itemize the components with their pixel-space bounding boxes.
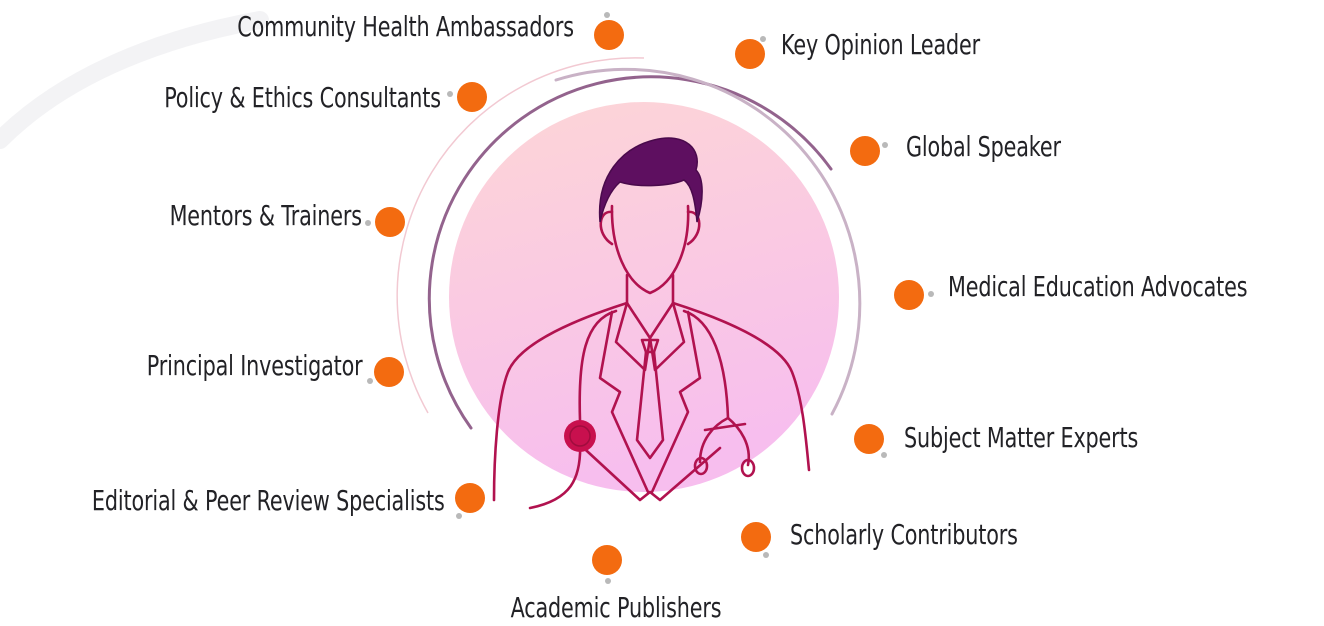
outer-arc	[554, 67, 862, 416]
background-swirl	[0, 11, 269, 149]
label-key-opinion-leader: Key Opinion Leader	[781, 28, 981, 61]
node-community-health-ambassadors	[594, 20, 624, 50]
node-principal-investigator	[374, 357, 404, 387]
doctor-icon	[492, 204, 811, 510]
node-academic-publishers	[592, 545, 622, 575]
node-mentors-trainers	[375, 207, 405, 237]
label-editorial-peer-review-specialists: Editorial & Peer Review Specialists	[92, 484, 445, 517]
faint-outer-arc	[396, 57, 645, 414]
node-medical-education-advocates	[894, 280, 924, 310]
node-policy-ethics-consultants	[457, 82, 487, 112]
center-circle	[449, 102, 839, 492]
label-policy-ethics-consultants: Policy & Ethics Consultants	[164, 81, 441, 114]
label-medical-education-advocates: Medical Education Advocates	[948, 270, 1248, 303]
label-community-health-ambassadors: Community Health Ambassadors	[237, 10, 574, 43]
label-global-speaker: Global Speaker	[906, 130, 1061, 163]
node-key-opinion-leader	[735, 39, 765, 69]
node-subject-matter-experts	[854, 424, 884, 454]
label-academic-publishers: Academic Publishers	[510, 591, 722, 624]
inner-arc	[427, 75, 833, 430]
node-editorial-peer-review-specialists	[455, 483, 485, 513]
label-scholarly-contributors: Scholarly Contributors	[790, 518, 1018, 551]
node-global-speaker	[850, 136, 880, 166]
label-principal-investigator: Principal Investigator	[147, 349, 363, 382]
label-mentors-trainers: Mentors & Trainers	[169, 199, 362, 232]
label-subject-matter-experts: Subject Matter Experts	[904, 421, 1139, 454]
stethoscope-chest-piece	[564, 420, 596, 452]
doctor-hair	[598, 137, 703, 223]
node-scholarly-contributors	[741, 522, 771, 552]
